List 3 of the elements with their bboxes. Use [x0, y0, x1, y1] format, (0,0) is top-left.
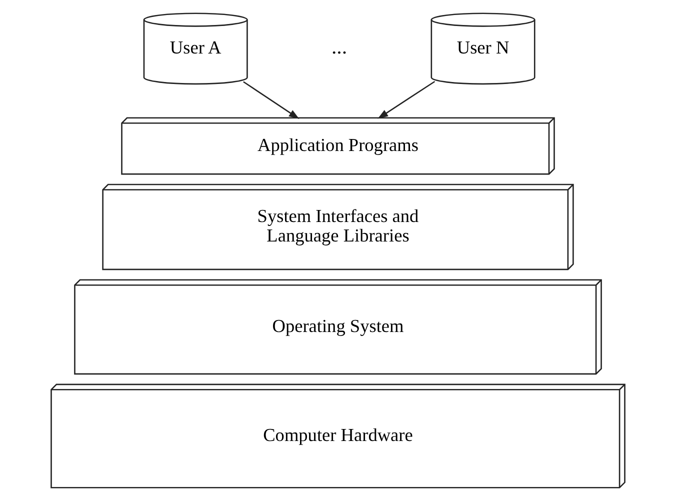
- label: ...: [330, 34, 347, 59]
- arrow: [242, 81, 299, 119]
- arrow: [377, 80, 435, 119]
